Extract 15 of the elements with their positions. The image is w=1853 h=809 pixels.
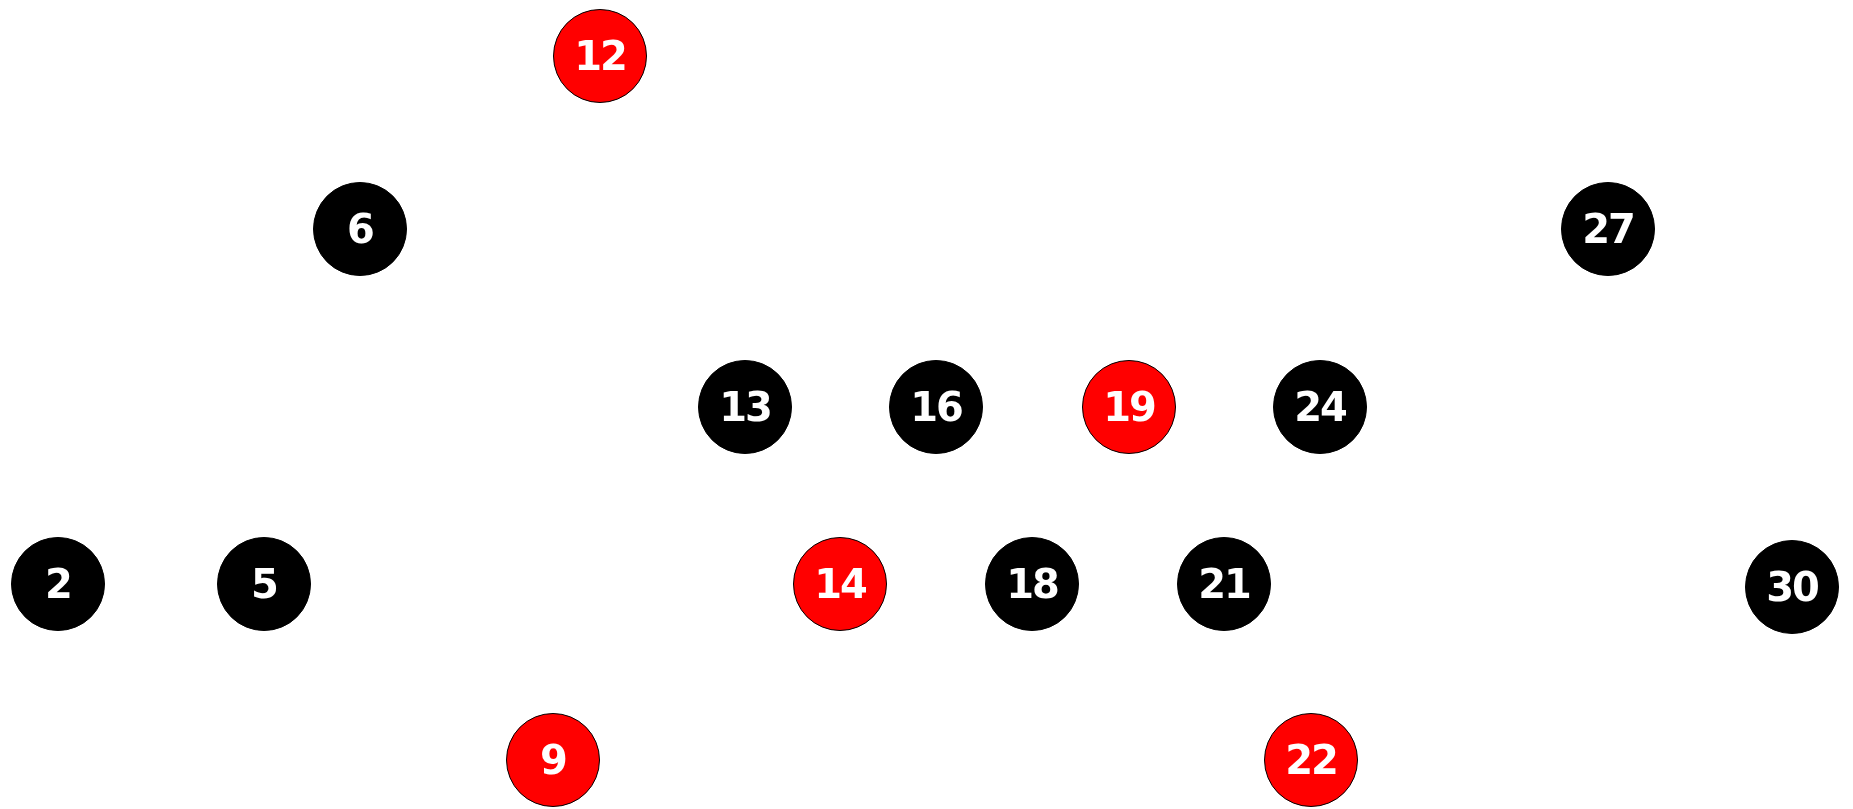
node-number: 9	[540, 737, 566, 783]
node-number: 5	[251, 561, 277, 607]
node-number: 22	[1285, 737, 1337, 783]
node-number: 19	[1103, 384, 1155, 430]
node-number: 16	[910, 384, 962, 430]
node-number: 30	[1766, 564, 1818, 610]
node-number: 27	[1582, 206, 1634, 252]
node-number: 2	[45, 561, 71, 607]
node-number: 13	[719, 384, 771, 430]
node-number: 18	[1006, 561, 1058, 607]
node-number: 12	[574, 33, 626, 79]
node-number: 14	[814, 561, 866, 607]
node-number: 21	[1198, 561, 1250, 607]
node-number: 6	[347, 206, 373, 252]
node-number: 24	[1294, 384, 1346, 430]
